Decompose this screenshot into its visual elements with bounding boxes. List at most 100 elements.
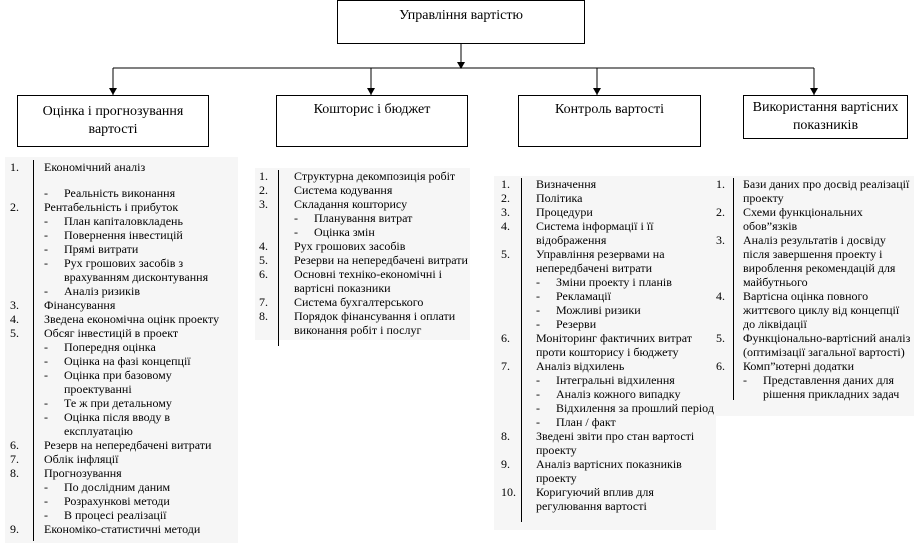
bullet-dash: - — [44, 214, 48, 228]
item-number: 1. — [716, 177, 725, 191]
item-number: 7. — [501, 359, 510, 373]
sub-item-text: Реальність виконання — [64, 186, 176, 200]
item-text: Рух грошових засобів — [294, 239, 406, 253]
sub-item-text: Те ж при детальному — [64, 396, 172, 410]
item-text: Процедури — [536, 205, 593, 219]
item-number: 5. — [259, 253, 268, 267]
sub-item: -План капіталовкладень — [44, 214, 238, 228]
item-text: Зведена економічна оцінк проекту — [44, 312, 220, 326]
item-text: Фінансування — [44, 298, 116, 312]
bullet-dash: - — [44, 494, 48, 508]
item-number: 2. — [716, 205, 725, 219]
sub-item-text: Повернення інвестицій — [64, 228, 183, 242]
list-bracket-2 — [278, 170, 279, 346]
sub-item-text: В процесі реалізації — [64, 508, 167, 522]
list-item: 5. Функціонально-вартісний аналіз (оптимі… — [716, 331, 913, 359]
bullet-dash: - — [536, 387, 540, 401]
list-item: 5.Обсяг інвестицій в проект-Попередня оц… — [10, 326, 238, 438]
bullet-dash: - — [44, 340, 48, 354]
item-text: Моніторинг фактичних витрат проти коштор… — [536, 331, 693, 359]
item-number: 5. — [501, 247, 510, 261]
sub-item-text: Планування витрат — [314, 211, 413, 225]
list-item: 7.Облік інфляції — [10, 452, 238, 466]
bullet-dash: - — [44, 354, 48, 368]
item-number: 4. — [716, 289, 725, 303]
sub-item: - Рух грошових засобів з врахуванням диск… — [44, 256, 238, 284]
list-bracket-3 — [521, 178, 522, 522]
item-number: 9. — [501, 457, 510, 471]
list-item: 3.Складання кошторису-Планування витрат-… — [259, 197, 469, 239]
item-number: 4. — [10, 312, 19, 326]
item-number: 8. — [501, 429, 510, 443]
sub-item: -Оцінка після вводу в експлуатацію — [44, 410, 238, 438]
sub-item: - В процесі реалізації — [44, 508, 238, 522]
item-text: Структурна декомпозиція робіт — [294, 169, 456, 183]
bullet-dash: - — [743, 373, 747, 387]
bullet-dash: - — [536, 317, 540, 331]
sub-item: -Відхилення за прошлий період — [536, 401, 714, 415]
item-number: 6. — [716, 359, 725, 373]
item-text: Визначення — [536, 177, 597, 191]
item-text: Економіко-статистичні методи — [44, 522, 201, 536]
root-box: Управління вартістю — [337, 0, 585, 44]
bullet-dash: - — [44, 480, 48, 494]
list-item: 4.Вартісна оцінка повного життєвого цикл… — [716, 289, 913, 331]
category-title: Кошторис і бюджет — [313, 102, 431, 117]
item-text: Аналіз вартісних показників проекту — [536, 457, 682, 485]
sub-item-text: Прямі витрати — [64, 242, 139, 256]
bullet-dash: - — [536, 373, 540, 387]
list-item: 7. Система бухгалтерського — [259, 295, 469, 309]
item-number: 5. — [716, 331, 725, 345]
sub-item: -Те ж при детальному — [44, 396, 238, 410]
list-item: 9. Економіко-статистичні методи — [10, 522, 238, 536]
item-text: Система бухгалтерського — [294, 295, 424, 309]
sub-item-text: Оцінка при базовому проектуванні — [64, 368, 172, 396]
sub-item-text: Аналіз ризиків — [64, 284, 140, 298]
item-text: Функціонально-вартісний аналіз (оптиміза… — [743, 331, 911, 359]
column-list: 1.Бази даних про досвід реалізації проек… — [716, 177, 913, 401]
list-bracket-1 — [33, 160, 34, 541]
category-title: Оцінка і прогнозування вартості — [42, 104, 184, 137]
item-text: Резерв на непередбачені витрати — [44, 438, 212, 452]
item-text: Коригуючий вплив для регулювання вартост… — [536, 485, 654, 513]
item-number: 6. — [259, 267, 268, 281]
sub-item-text: Рух грошових засобів з врахуванням диско… — [64, 256, 209, 284]
item-number: 10. — [501, 485, 516, 499]
sub-item-text: Оцінка після вводу в експлуатацію — [64, 410, 171, 438]
bullet-dash: - — [536, 401, 540, 415]
sub-item: -Аналіз ризиків — [44, 284, 238, 298]
item-number: 7. — [259, 295, 268, 309]
item-text: Економічний аналіз — [44, 160, 146, 174]
list-item: 6.Комп”ютерні додатки-Представлення дани… — [716, 359, 913, 401]
list-item: 2.Політика — [501, 191, 714, 205]
sub-item: - Оцінка при базовому проектуванні — [44, 368, 238, 396]
sub-item: -Розрахункові методи — [44, 494, 238, 508]
bullet-dash: - — [44, 256, 48, 270]
bullet-dash: - — [44, 368, 48, 382]
root-title: Управління вартістю — [399, 8, 523, 23]
bullet-dash: - — [44, 508, 48, 522]
list-item: 8. Зведені звіти про стан вартості проект… — [501, 429, 714, 457]
sub-item: - Аналіз кожного випадку — [536, 387, 714, 401]
sub-item: -Інтегральні відхилення — [536, 373, 714, 387]
list-item: 2.Рентабельність і прибуток-План капітал… — [10, 200, 238, 298]
item-text: Обсяг інвестицій в проект — [44, 326, 179, 340]
item-number: 9. — [10, 522, 19, 536]
item-text: Аналіз результатів і досвіду після завер… — [743, 233, 896, 289]
sub-item: - По дослідним даним — [44, 480, 238, 494]
bullet-dash: - — [536, 415, 540, 429]
item-text: Зведені звіти про стан вартості проекту — [536, 429, 695, 457]
sub-item-text: Аналіз кожного випадку — [556, 387, 681, 401]
sub-item: -Оцінка змін — [294, 225, 469, 239]
item-number: 4. — [259, 239, 268, 253]
list-item: 10. Коригуючий вплив для регулювання варт… — [501, 485, 714, 513]
item-text: Облік інфляції — [44, 452, 119, 466]
sub-item-text: Попередня оцінка — [64, 340, 156, 354]
item-text: Політика — [536, 191, 583, 205]
item-text: Складання кошторису — [294, 197, 408, 211]
category-title: Використання вартісних показників — [752, 100, 899, 133]
item-text: Система кодування — [294, 183, 393, 197]
sub-item-text: По дослідним даним — [64, 480, 171, 494]
